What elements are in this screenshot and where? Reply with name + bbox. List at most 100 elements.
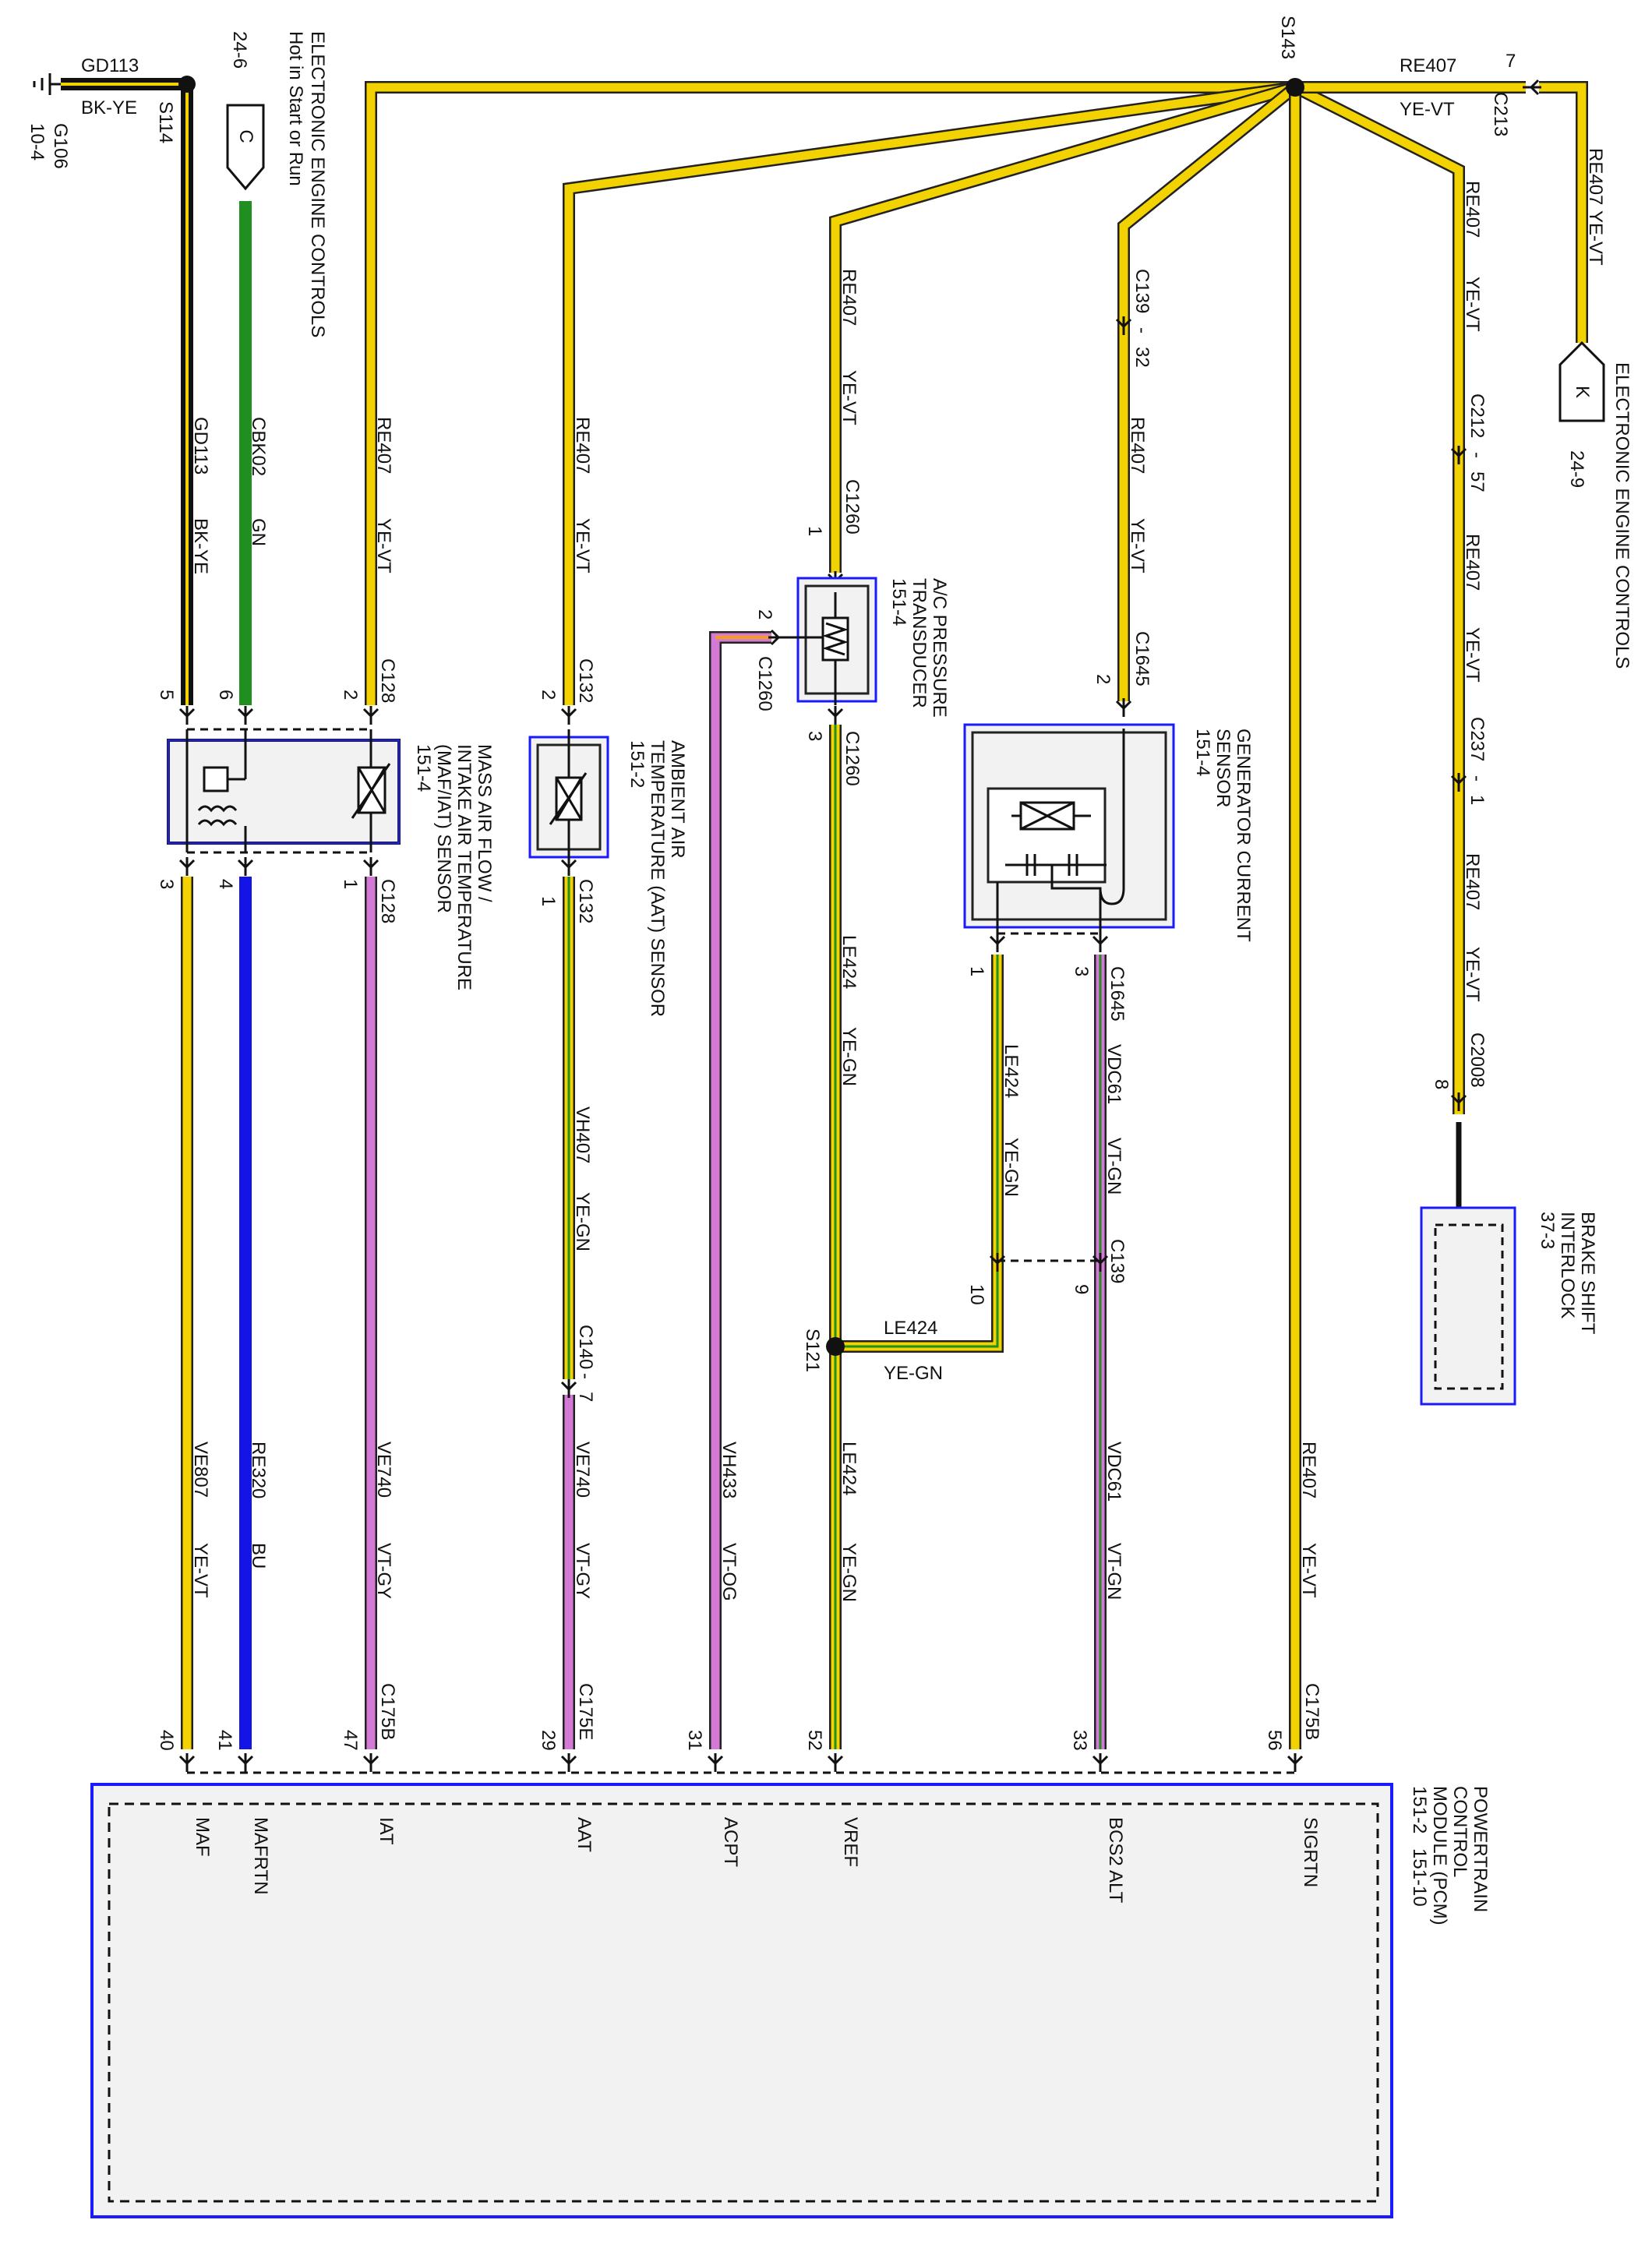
ground-wire: [33, 73, 187, 95]
aat-c132-top: C132: [575, 658, 596, 703]
wire-re407-aat: [563, 81, 1297, 705]
ve807-color: YE-VT: [190, 1543, 211, 1598]
k-ref: 24-9: [1566, 450, 1587, 488]
pcm-pins: 40MAF41MAFRTN47IAT29AAT31ACPT52VREF33BCS…: [156, 1730, 1321, 1904]
brake-shift-interlock: [1420, 1206, 1516, 1406]
pcm-pin-name-bcs2-alt: BCS2 ALT: [1105, 1817, 1126, 1904]
acp-pin1: 1: [804, 526, 825, 536]
c2008-label: C2008: [1467, 1032, 1488, 1088]
k-connector: K: [1558, 341, 1605, 422]
c140-dash: -: [575, 1373, 596, 1379]
pcm-pin-31: 31: [684, 1730, 705, 1751]
ve740b-color: VT-GY: [572, 1543, 593, 1599]
generator-current-sensor: [963, 723, 1175, 935]
ground-wire-label: GD113: [81, 55, 139, 76]
re320-color: BU: [248, 1543, 269, 1569]
re407-gcs-wire: RE407: [1127, 417, 1148, 474]
pcm-pin-name-acpt: ACPT: [720, 1817, 741, 1867]
wire-re407-gcs: [1117, 82, 1300, 701]
acp-side-arrow: [768, 629, 787, 646]
pcm-ref-2: 151-10: [1409, 1848, 1430, 1907]
gcs-c139-top: C139: [1131, 269, 1153, 313]
gcs-ref: 151-4: [1192, 729, 1213, 776]
pcm-pin-52: 52: [804, 1730, 825, 1751]
splice-s114: [178, 76, 196, 93]
cbk02-color: GN: [248, 518, 269, 546]
c140-pin: 7: [575, 1392, 596, 1402]
c237-pin: 1: [1467, 795, 1488, 805]
gd113-wire: GD113: [190, 417, 211, 475]
acp-c1260-bot: C1260: [842, 731, 863, 786]
pcm-name-1: POWERTRAIN: [1470, 1786, 1491, 1912]
acp-pin3: 3: [804, 731, 825, 741]
c139-pin10: 10: [966, 1284, 987, 1305]
pcm-pin-name-maf: MAF: [192, 1817, 213, 1857]
re407-acp-wire: RE407: [838, 269, 860, 326]
k-wire: RE407: [1585, 148, 1606, 205]
le424-s121-wire: LE424: [884, 1318, 937, 1339]
pcm-pin-name-vref: VREF: [840, 1817, 861, 1867]
pcm-pin-56: 56: [1264, 1730, 1285, 1751]
connector-dashes: [187, 728, 1295, 1774]
maf-name-3: (MAF/IAT) SENSOR: [433, 744, 454, 913]
re407-maf-color: YE-VT: [373, 518, 394, 573]
gcs-c1645-bot: C1645: [1107, 966, 1128, 1022]
gcs-pin1: 1: [966, 966, 987, 976]
rb-seg3-wire: RE407: [1462, 853, 1483, 910]
c213-wire: RE407: [1400, 55, 1456, 76]
le424-acp-wire: LE424: [838, 935, 860, 989]
c-connector-letter: C: [235, 129, 256, 143]
wire-re407-maf: [365, 81, 1295, 705]
c-connector-label2: Hot in Start or Run: [285, 31, 306, 186]
gcs-pin2: 2: [1093, 674, 1114, 684]
c140-label: C140: [575, 1325, 596, 1369]
le424-gcs-wire: LE424: [1001, 1044, 1022, 1098]
c2008-pin: 8: [1431, 1079, 1452, 1089]
maf-ref: 151-4: [413, 744, 434, 792]
re407-sigrtn-color: YE-VT: [1298, 1543, 1319, 1598]
aat-pin2: 2: [538, 690, 559, 700]
maf-pin2: 2: [340, 690, 361, 700]
pcm-pin-40: 40: [156, 1730, 177, 1751]
c213-color: YE-VT: [1400, 99, 1455, 120]
pcm-pin-name-aat: AAT: [574, 1817, 595, 1852]
pcm-module: [90, 1783, 1393, 2218]
ve740a-wire: VE740: [373, 1442, 394, 1498]
pcm-c175b-a: C175B: [377, 1683, 398, 1740]
re407-aat-color: YE-VT: [572, 518, 593, 573]
aat-ref: 151-2: [627, 740, 648, 788]
pcm-pin-name-sigrtn: SIGRTN: [1300, 1817, 1321, 1887]
vdc61-upper-color: VT-GN: [1103, 1138, 1124, 1195]
maf-sensor: [167, 729, 401, 852]
acp-c1260-side: C1260: [754, 656, 775, 711]
splice-s121: [826, 1337, 845, 1356]
c212-pin: 57: [1467, 471, 1488, 492]
s143-label: S143: [1277, 16, 1298, 59]
acp-transducer: [787, 577, 877, 705]
brake-name-1: BRAKE SHIFT: [1577, 1212, 1598, 1335]
maf-pin1: 1: [340, 879, 361, 889]
wire-re407-brake: [1292, 81, 1465, 1114]
pcm-c175e: C175E: [575, 1683, 596, 1740]
aat-name-2: TEMPERATURE (AAT) SENSOR: [647, 740, 668, 1017]
acp-c1260-top: C1260: [842, 479, 863, 535]
c139-label: C139: [1107, 1239, 1128, 1283]
maf-c128-top: C128: [377, 658, 398, 703]
splice-s143: [1286, 78, 1304, 97]
pcm-pin-name-mafrtn: MAFRTN: [250, 1817, 271, 1895]
rb-seg3-color: YE-VT: [1462, 947, 1483, 1002]
acp-name-2: TRANSDUCER: [909, 578, 930, 708]
c-connector-ref: 24-6: [229, 31, 250, 69]
pcm-name-3: MODULE (PCM): [1429, 1786, 1450, 1925]
re407-aat-wire: RE407: [572, 417, 593, 474]
c212-dash: -: [1467, 452, 1488, 458]
maf-pin3: 3: [156, 879, 177, 889]
rb-seg1-color: YE-VT: [1462, 277, 1483, 332]
vdc61-lower-color: VT-GN: [1103, 1543, 1124, 1600]
c-connector-label: ELECTRONIC ENGINE CONTROLS: [307, 31, 328, 337]
brake-ref: 37-3: [1537, 1212, 1558, 1249]
gd113-color: BK-YE: [190, 518, 211, 574]
gcs-pin3: 3: [1071, 966, 1092, 976]
vh407-wire: VH407: [572, 1106, 593, 1163]
rb-seg2-color: YE-VT: [1462, 627, 1483, 683]
